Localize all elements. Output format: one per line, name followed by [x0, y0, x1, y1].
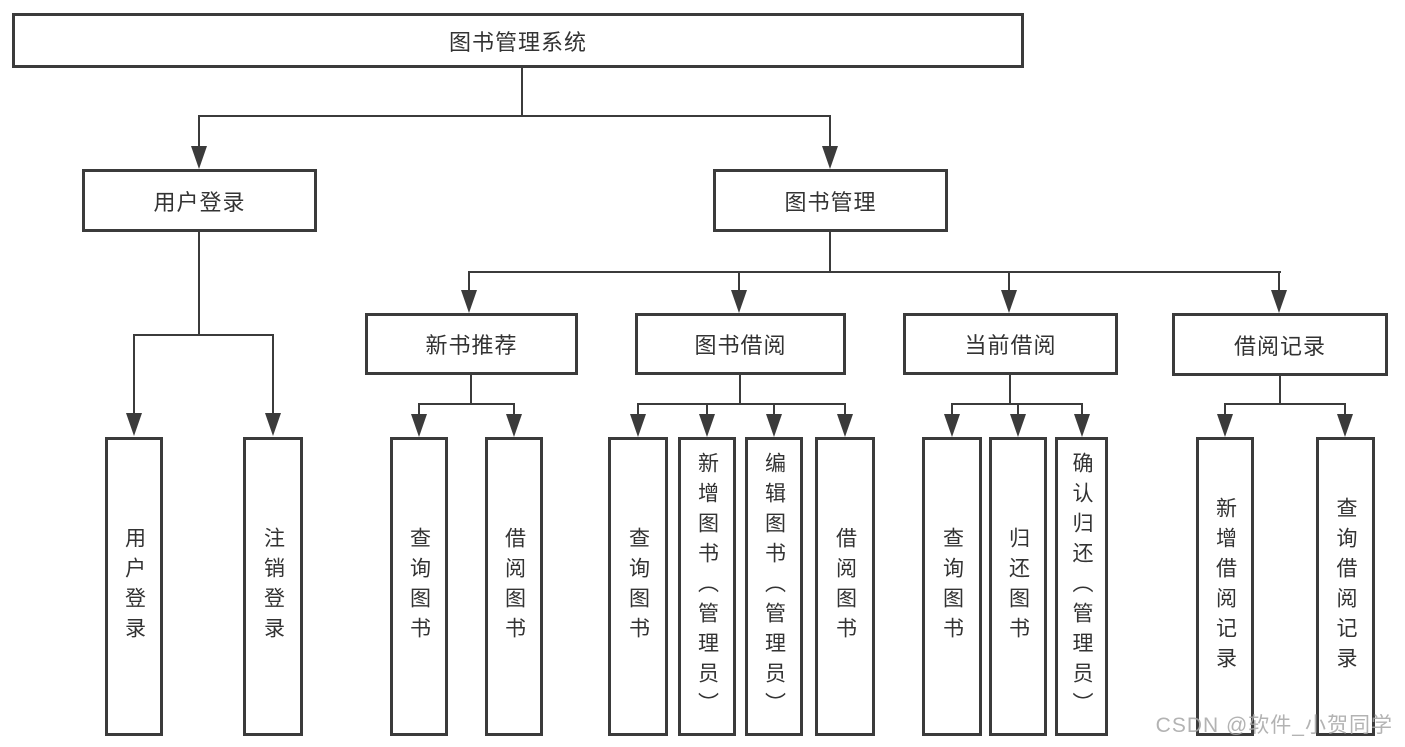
leaf-query-book-borrow-label: 查询图书	[626, 526, 650, 647]
connector-leaf-stub	[1017, 403, 1019, 416]
arrow-down-icon	[411, 414, 427, 437]
node-new-book-recommend: 新书推荐	[365, 313, 578, 375]
node-user-login-label: 用户登录	[153, 189, 246, 215]
connector-level1-branch	[198, 115, 831, 117]
leaf-query-book-current: 查询图书	[922, 437, 982, 736]
leaf-logout: 注销登录	[243, 437, 303, 736]
csdn-watermark: CSDN @软件_小贺同学	[1155, 714, 1393, 737]
connector-book-borrow-stem	[739, 373, 741, 405]
connector-to-book-management	[829, 115, 831, 149]
connector-leaf-stub	[637, 403, 639, 416]
connector-to-leaf-logout	[272, 334, 274, 415]
connector-leaf-stub	[1224, 403, 1226, 416]
leaf-query-book-current-label: 查询图书	[940, 526, 964, 647]
connector-level3-branch	[468, 271, 1281, 273]
leaf-edit-book-admin: 编辑图书（管理员）	[745, 437, 803, 736]
connector-new-book-stem	[470, 373, 472, 405]
leaf-add-borrow-record-label: 新增借阅记录	[1213, 496, 1237, 677]
node-new-book-recommend-label: 新书推荐	[425, 333, 518, 358]
connector-root-stem	[521, 68, 523, 117]
connector-leaf-stub	[844, 403, 846, 416]
node-current-borrow-label: 当前借阅	[964, 333, 1057, 358]
connector-leaf-stub	[773, 403, 775, 416]
arrow-down-icon	[837, 414, 853, 437]
connector-leaf-stub	[706, 403, 708, 416]
connector-book-management-stem	[829, 230, 831, 273]
leaf-add-book-admin-label: 新增图书（管理员）	[695, 451, 719, 722]
arrow-down-icon	[822, 146, 838, 169]
node-borrow-records: 借阅记录	[1172, 313, 1388, 376]
node-borrow-records-label: 借阅记录	[1233, 333, 1326, 359]
arrow-down-icon	[944, 414, 960, 437]
leaf-borrow-book-label: 借阅图书	[833, 526, 857, 647]
connector-to-current-borrow	[1008, 271, 1010, 292]
node-root-label: 图书管理系统	[448, 29, 587, 55]
connector-to-borrow-records	[1278, 271, 1280, 292]
arrow-down-icon	[630, 414, 646, 437]
arrow-down-icon	[1337, 414, 1353, 437]
connector-leaf-stub	[1344, 403, 1346, 416]
leaf-borrow-book-recommend: 借阅图书	[485, 437, 543, 736]
leaf-borrow-book-recommend-label: 借阅图书	[502, 526, 526, 647]
node-user-login: 用户登录	[82, 169, 317, 232]
connector-user-login-stem	[198, 230, 200, 336]
arrow-down-icon	[699, 414, 715, 437]
arrow-down-icon	[1074, 414, 1090, 437]
node-book-management: 图书管理	[713, 169, 948, 232]
leaf-query-book-borrow: 查询图书	[608, 437, 668, 736]
leaf-return-book-label: 归还图书	[1006, 526, 1030, 647]
connector-to-book-borrow	[738, 271, 740, 292]
node-book-borrow: 图书借阅	[635, 313, 846, 375]
node-book-borrow-label: 图书借阅	[694, 333, 787, 358]
connector-to-user-login	[198, 115, 200, 149]
connector-leaf-stub	[1081, 403, 1083, 416]
leaf-borrow-book: 借阅图书	[815, 437, 875, 736]
leaf-confirm-return-admin: 确认归还（管理员）	[1055, 437, 1108, 736]
connector-borrow-records-stem	[1279, 374, 1281, 405]
leaf-query-book-recommend: 查询图书	[390, 437, 448, 736]
connector-book-borrow-branch	[637, 403, 846, 405]
connector-leaf-stub	[418, 403, 420, 416]
arrow-down-icon	[265, 413, 281, 436]
leaf-add-book-admin: 新增图书（管理员）	[678, 437, 736, 736]
leaf-query-borrow-record: 查询借阅记录	[1316, 437, 1375, 736]
connector-to-leaf-user-login	[133, 334, 135, 415]
node-book-management-label: 图书管理	[784, 189, 877, 215]
connector-current-borrow-stem	[1009, 373, 1011, 405]
arrow-down-icon	[1010, 414, 1026, 437]
connector-new-book-branch	[418, 403, 515, 405]
connector-to-new-book	[468, 271, 470, 292]
arrow-down-icon	[1001, 290, 1017, 313]
arrow-down-icon	[731, 290, 747, 313]
connector-leaf-stub	[951, 403, 953, 416]
arrow-down-icon	[1271, 290, 1287, 313]
leaf-confirm-return-admin-label: 确认归还（管理员）	[1070, 451, 1093, 722]
connector-user-login-branch	[133, 334, 274, 336]
node-root: 图书管理系统	[12, 13, 1024, 68]
arrow-down-icon	[461, 290, 477, 313]
leaf-edit-book-admin-label: 编辑图书（管理员）	[762, 451, 786, 722]
arrow-down-icon	[1217, 414, 1233, 437]
connector-borrow-records-branch	[1224, 403, 1346, 405]
arrow-down-icon	[766, 414, 782, 437]
leaf-return-book: 归还图书	[989, 437, 1047, 736]
arrow-down-icon	[191, 146, 207, 169]
leaf-query-borrow-record-label: 查询借阅记录	[1334, 496, 1357, 677]
leaf-user-login: 用户登录	[105, 437, 163, 736]
leaf-query-book-recommend-label: 查询图书	[407, 526, 431, 647]
leaf-add-borrow-record: 新增借阅记录	[1196, 437, 1254, 736]
arrow-down-icon	[506, 414, 522, 437]
leaf-user-login-label: 用户登录	[122, 526, 146, 647]
arrow-down-icon	[126, 413, 142, 436]
node-current-borrow: 当前借阅	[903, 313, 1118, 375]
leaf-logout-label: 注销登录	[261, 526, 285, 647]
connector-leaf-stub	[513, 403, 515, 416]
